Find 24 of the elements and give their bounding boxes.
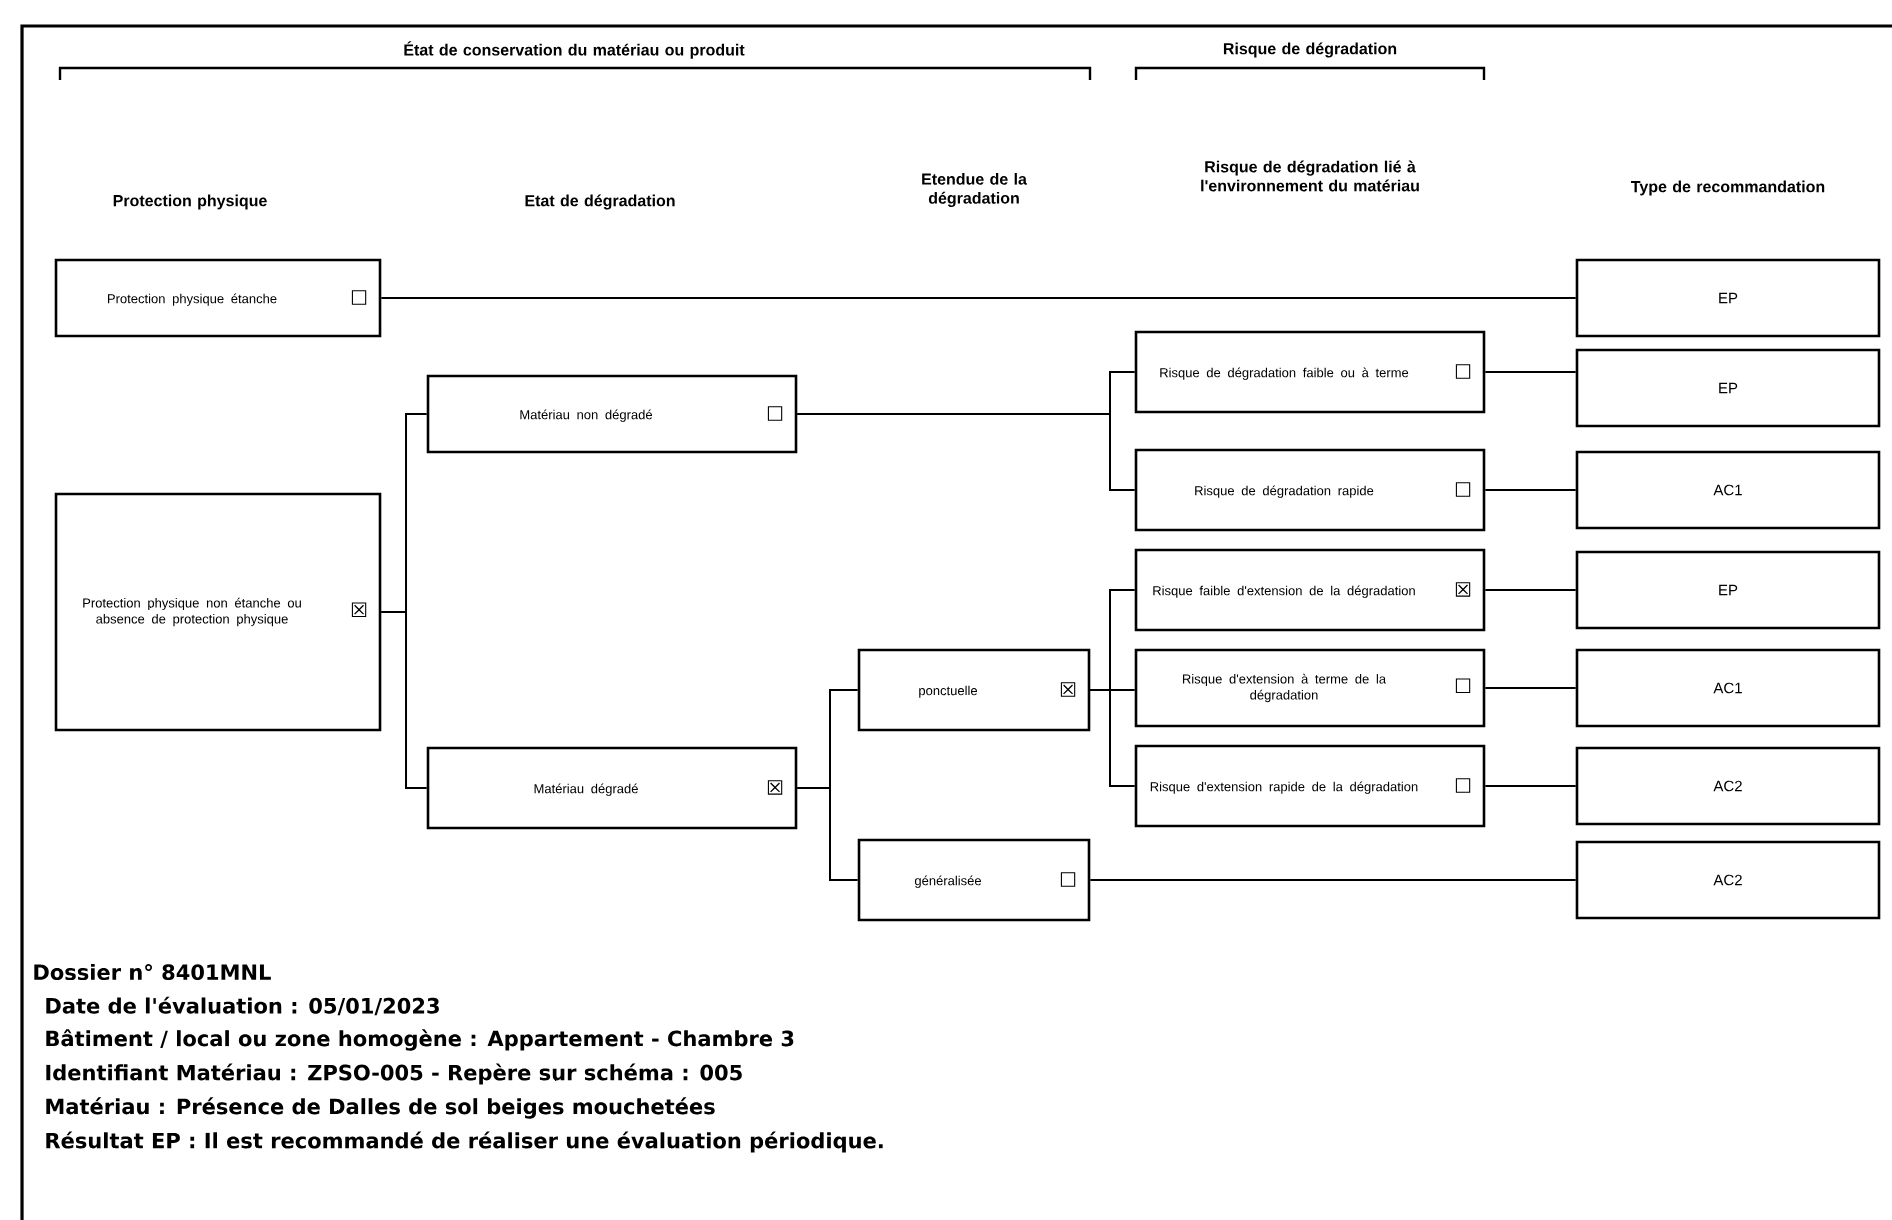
info-line: Dossier n° 8401MNL [34,963,271,981]
connector-line [1484,785,1577,787]
info-line: Matériau : Présence de Dalles de sol beiges mouchetées [46,1097,715,1119]
connector-line [1484,687,1577,689]
column-heading: Risque de dégradation [1223,42,1397,58]
column-heading: Etendue de la dégradation [922,173,1027,207]
column-heading: Protection physique [113,194,267,210]
connector-line [1484,489,1577,491]
info-line: Identifiant Matériau : ZPSO-005 - Repère sur schéma : 005 [46,1063,742,1085]
connector-line [796,413,1136,491]
column-heading: Etat de dégradation [525,194,675,210]
column-heading: Type de recommandation [1631,180,1825,196]
connector-line [380,611,428,789]
connector-line [1089,689,1136,787]
connector-line [1484,371,1577,373]
connector-line [1089,879,1577,881]
connector-line [380,297,1577,299]
info-line: Date de l'évaluation : 05/01/2023 [46,996,439,1016]
connector-line [1484,589,1577,591]
column-heading: État de conservation du matériau ou produit [404,41,745,59]
column-heading: Risque de dégradation lié à l'environnement du matériau [1201,160,1419,192]
connector-line [796,787,859,881]
info-line: Bâtiment / local ou zone homogène : Appartement - Chambre 3 [46,1029,794,1051]
info-line: Résultat EP : Il est recommandé de réaliser une évaluation périodique. [46,1131,883,1153]
